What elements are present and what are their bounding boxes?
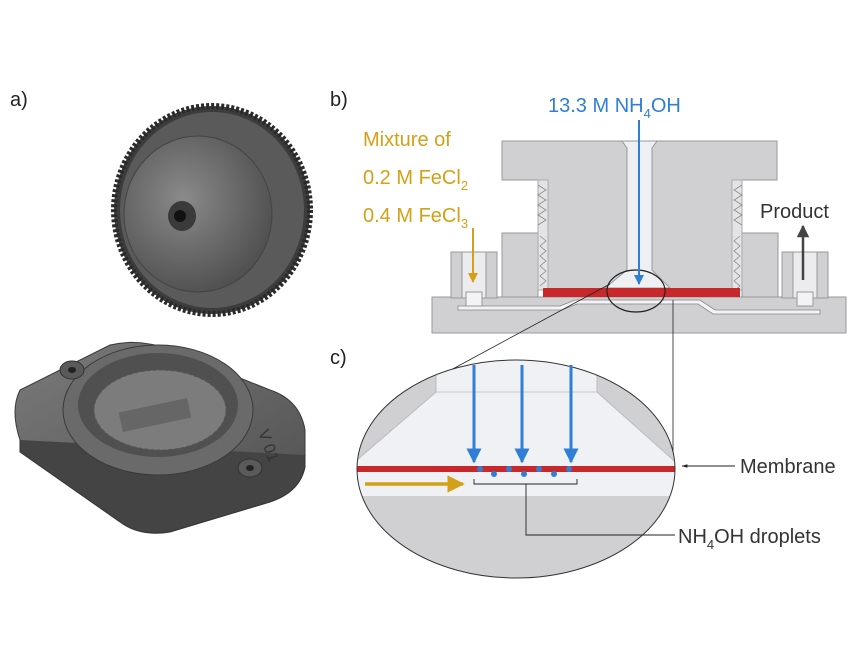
membrane <box>543 288 740 297</box>
mixture-label-line1: Mixture of <box>363 129 451 151</box>
zoom-region-marker <box>606 269 666 313</box>
thread-icon <box>537 184 743 292</box>
mixture-label-line3: 0.4 M FeCl3 <box>363 205 468 231</box>
membrane-zoomed <box>357 466 675 472</box>
droplets-bracket <box>473 479 675 536</box>
product-label: Product <box>760 201 829 223</box>
membrane-label: Membrane <box>740 456 836 478</box>
mixture-label-line2: 0.2 M FeCl2 <box>363 167 468 193</box>
panel-label-a: a) <box>10 89 28 111</box>
droplets <box>477 466 572 477</box>
zoom-detail <box>356 359 676 579</box>
ammonia-label: 13.3 M NH4OH <box>548 95 681 121</box>
panel-label-b: b) <box>330 89 348 111</box>
base-housing-render: V 01 <box>14 341 306 534</box>
droplets-label: NH4OH droplets <box>678 526 821 552</box>
ammonia-flow-arrows <box>466 365 579 464</box>
panel-label-c: c) <box>330 347 347 369</box>
knurled-cap-render <box>111 103 313 317</box>
